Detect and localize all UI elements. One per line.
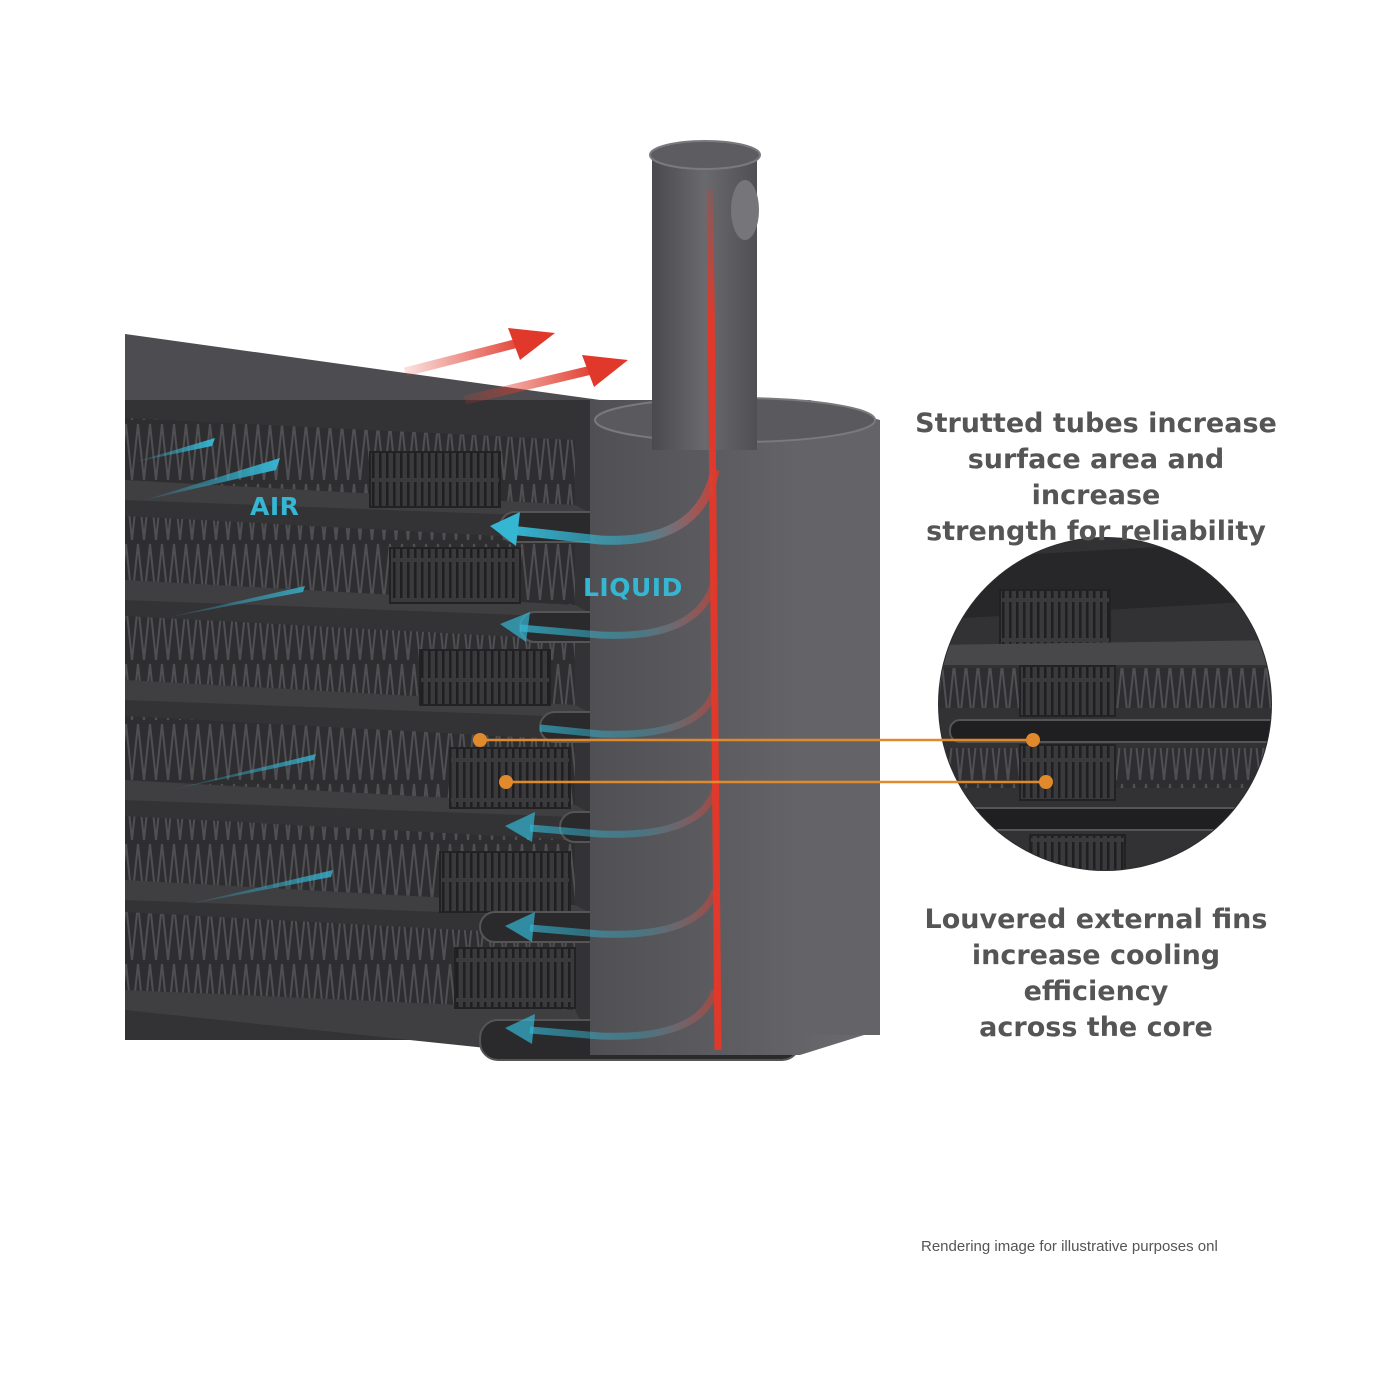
- callout-line: Strutted tubes increase: [915, 408, 1277, 439]
- liquid-label: LIQUID: [583, 573, 683, 602]
- air-label: AIR: [250, 492, 300, 521]
- air-flow-streaks: [135, 438, 333, 905]
- tank-wall: [800, 420, 880, 1035]
- air-flow-arrow: [135, 438, 215, 462]
- louvered-fins-callout: Louvered external fins increase cooling …: [906, 902, 1286, 1046]
- liquid-flow-arrows: [490, 469, 720, 1044]
- liquid-flow-arrow: [505, 912, 535, 942]
- callout-line: across the core: [979, 1012, 1213, 1043]
- hot-liquid-path: [706, 189, 722, 1051]
- air-flow-arrow: [185, 870, 333, 905]
- callout-line: Louvered external fins: [924, 904, 1268, 935]
- leader-dot: [499, 775, 513, 789]
- liquid-flow-arrow: [490, 512, 520, 546]
- leader-lines: [473, 733, 1053, 789]
- disclaimer-footnote: Rendering image for illustrative purpose…: [921, 1238, 1218, 1255]
- leader-dot: [1039, 775, 1053, 789]
- air-flow-arrow: [170, 754, 316, 790]
- callout-line: surface area and increase: [967, 444, 1225, 511]
- louver-blocks: [369, 451, 576, 1009]
- air-flow-arrow: [145, 458, 280, 500]
- strutted-tubes-callout: Strutted tubes increase surface area and…: [906, 406, 1286, 550]
- hot-air-arrow: [508, 328, 555, 360]
- liquid-flow-arrow: [505, 1014, 535, 1044]
- callout-line: strength for reliability: [926, 516, 1266, 547]
- callout-line: increase cooling efficiency: [971, 940, 1221, 1007]
- leader-dot: [1026, 733, 1040, 747]
- liquid-flow-arrow: [500, 612, 530, 642]
- leader-dot: [473, 733, 487, 747]
- pipe-top: [649, 140, 761, 170]
- air-flow-arrow: [165, 586, 305, 618]
- hot-air-arrow: [582, 355, 628, 387]
- magnifier-circle: [938, 537, 1272, 871]
- hot-air-arrows: [403, 328, 628, 405]
- pipe-bead: [731, 180, 759, 240]
- liquid-flow-arrow: [505, 812, 535, 842]
